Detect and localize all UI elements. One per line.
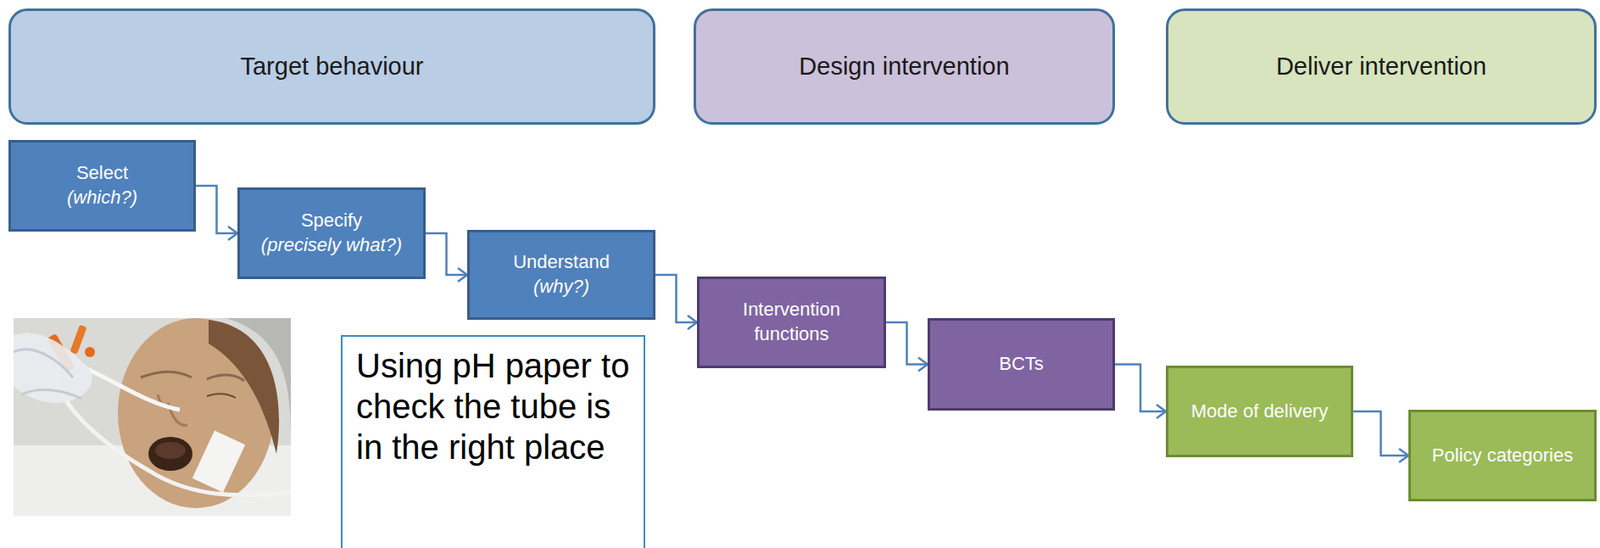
note-box: Using pH paper to check the tube is in t… bbox=[340, 334, 646, 548]
node-label: Specify bbox=[301, 208, 363, 234]
step-box: Specify(precisely what?) bbox=[237, 187, 426, 279]
node-label: Target behaviour bbox=[239, 52, 424, 81]
connector bbox=[1114, 364, 1166, 419]
node-label: Using pH paper to check the tube is in t… bbox=[356, 345, 630, 468]
step-box: BCTs bbox=[927, 317, 1115, 411]
node-label: Mode of delivery bbox=[1191, 399, 1328, 424]
connector bbox=[886, 322, 928, 372]
node-label: Intervention functions bbox=[708, 297, 876, 346]
node-label: BCTs bbox=[998, 351, 1044, 377]
stage-header: Target behaviour bbox=[8, 8, 656, 125]
stage-header: Design intervention bbox=[693, 8, 1115, 125]
node-label: Select bbox=[76, 161, 129, 186]
node-label: Deliver intervention bbox=[1276, 52, 1487, 81]
step-box: Select(which?) bbox=[8, 139, 196, 232]
step-box: Policy categories bbox=[1408, 409, 1597, 502]
step-subtitle: (precisely what?) bbox=[261, 233, 402, 258]
connector bbox=[1353, 411, 1409, 463]
step-subtitle: (why?) bbox=[533, 274, 590, 300]
connector bbox=[655, 274, 697, 329]
connector bbox=[195, 185, 238, 240]
step-subtitle: (which?) bbox=[66, 185, 138, 211]
connector bbox=[425, 233, 468, 282]
mannequin-photo bbox=[13, 317, 291, 516]
node-label: Understand bbox=[512, 250, 610, 275]
node-label: Design intervention bbox=[798, 52, 1010, 81]
stage-header: Deliver intervention bbox=[1165, 8, 1597, 125]
step-box: Intervention functions bbox=[696, 276, 887, 368]
step-box: Understand(why?) bbox=[467, 229, 656, 320]
step-box: Mode of delivery bbox=[1165, 365, 1354, 458]
node-label: Policy categories bbox=[1432, 443, 1573, 469]
